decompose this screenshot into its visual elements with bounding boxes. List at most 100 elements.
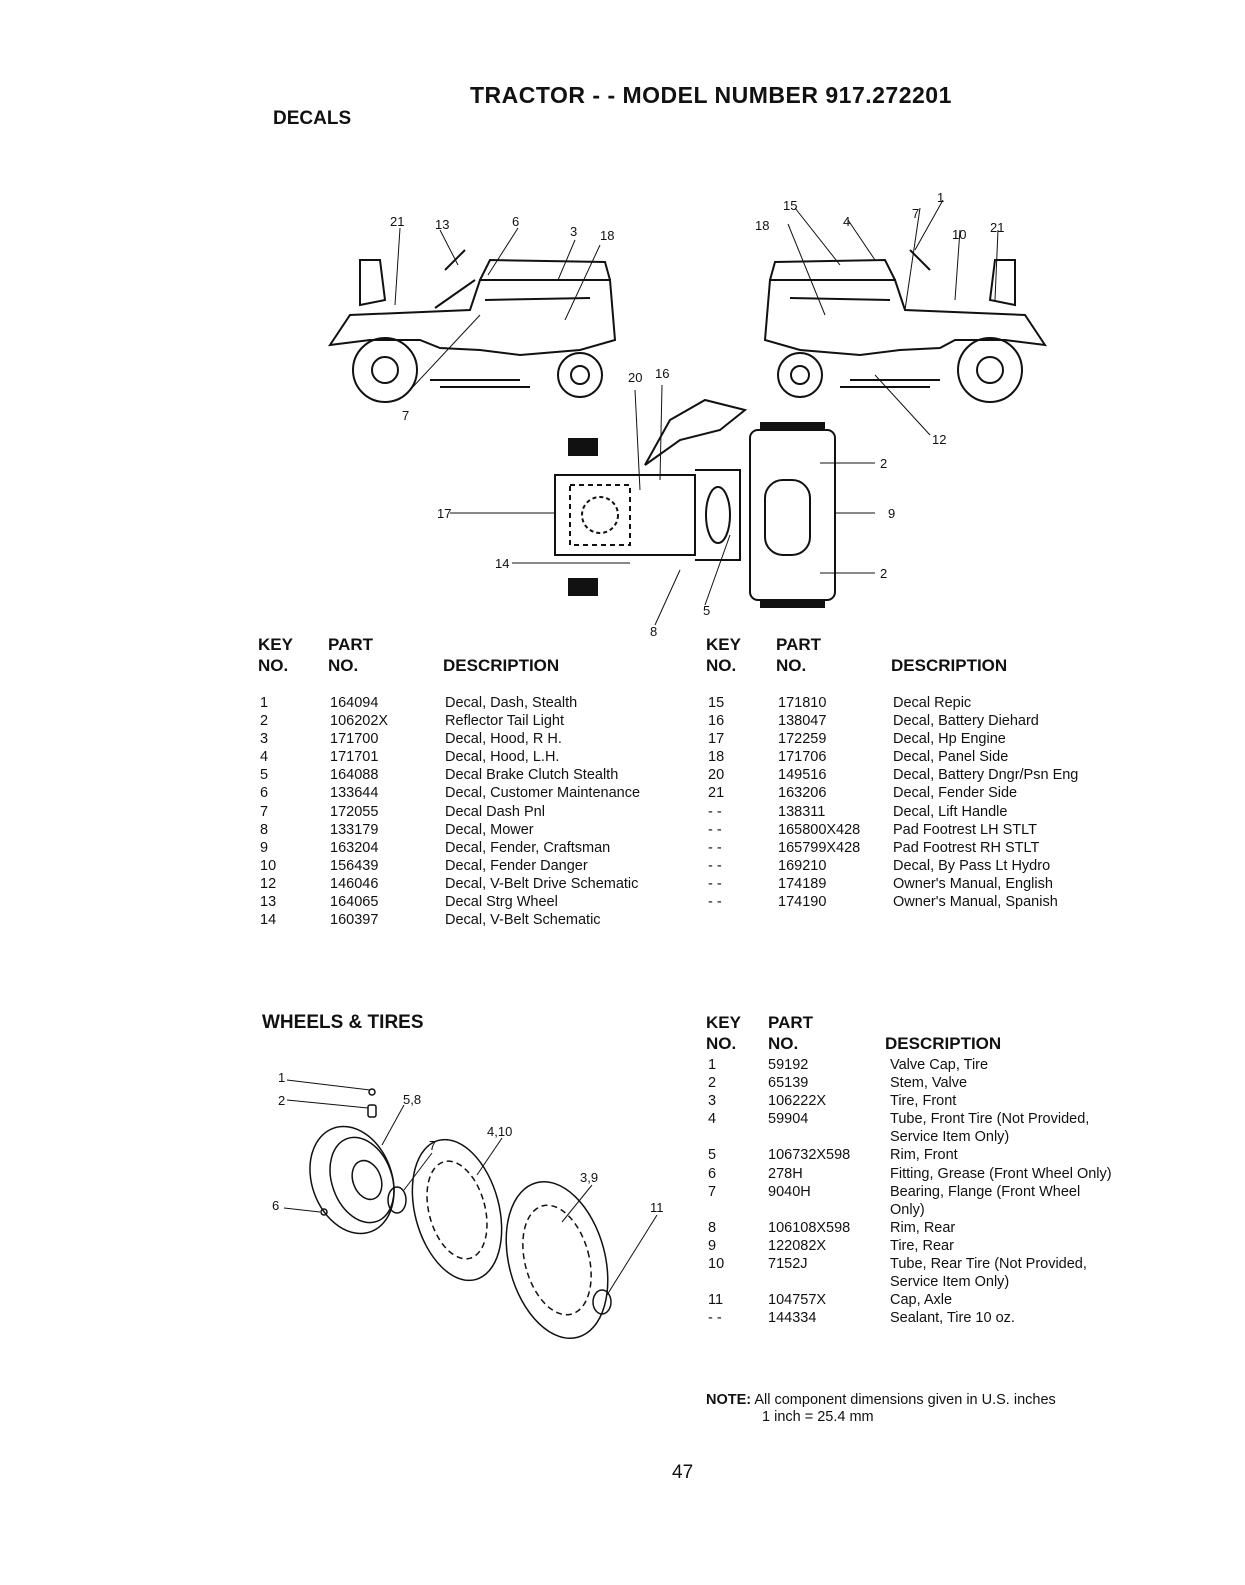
- description-cell: Rim, Front: [890, 1147, 958, 1164]
- part-cell: 144334: [768, 1310, 817, 1327]
- key-cell: 18: [708, 749, 725, 766]
- part-cell: 174189: [778, 875, 827, 892]
- key-cell: 5: [708, 1147, 717, 1164]
- part-cell: 146046: [330, 875, 379, 892]
- header-part-top: PART: [768, 1013, 814, 1032]
- part-cell: 171810: [778, 695, 827, 711]
- callout-17: 17: [437, 506, 451, 521]
- key-cell: 13: [260, 894, 277, 911]
- part-cell: 174190: [778, 894, 827, 911]
- callout-4-10: 4,10: [487, 1124, 512, 1139]
- callout-2-upper: 2: [880, 456, 887, 471]
- key-cell: 11: [708, 1292, 724, 1309]
- decal-row: 14 160397 Decal, V-Belt Schematic: [260, 911, 640, 929]
- description-cell: Decal Brake Clutch Stealth: [445, 767, 619, 784]
- description-cell: Tire, Rear: [890, 1237, 954, 1254]
- part-cell: 164065: [330, 894, 379, 911]
- description-cell: Sealant, Tire 10 oz.: [890, 1310, 1015, 1327]
- description-cell: Tube, Rear Tire (Not Provided, Service I…: [890, 1256, 1087, 1291]
- callout-6: 6: [272, 1198, 279, 1213]
- rear-tire-illustration: [505, 1180, 609, 1340]
- key-cell: 21: [708, 785, 725, 802]
- part-cell: 160397: [330, 912, 379, 929]
- wheels-headers: KEY NO. PART NO. DESCRIPTION: [706, 1012, 1001, 1054]
- key-cell: - -: [708, 875, 722, 892]
- description-cell: Decal, V-Belt Schematic: [445, 912, 601, 929]
- key-cell: 14: [260, 912, 277, 929]
- description-cell: Decal, Hood, R H.: [445, 731, 562, 748]
- key-cell: 9: [708, 1237, 717, 1254]
- header-key-top: KEY: [258, 635, 293, 654]
- left-tractor-rear-wheel: [352, 337, 418, 403]
- description-cell: Pad Footrest RH STLT: [893, 839, 1040, 856]
- wheel-row: - - 144334 Sealant, Tire 10 oz.: [708, 1309, 1115, 1327]
- key-cell: - -: [708, 1310, 722, 1327]
- key-cell: 7: [708, 1183, 717, 1200]
- part-cell: 164088: [330, 767, 379, 784]
- key-cell: 7: [260, 803, 269, 820]
- key-cell: 10: [260, 857, 277, 874]
- header-key-top: KEY: [706, 635, 741, 654]
- part-cell: 9040H: [768, 1183, 811, 1200]
- decals-heading: DECALS: [273, 108, 352, 129]
- part-cell: 172259: [778, 731, 827, 748]
- header-key-top: KEY: [706, 1013, 741, 1032]
- top-view-rear-tire-upper: [760, 422, 825, 430]
- page-title: TRACTOR - - MODEL NUMBER 917.272201: [470, 82, 952, 108]
- description-cell: Decal, Panel Side: [893, 749, 1009, 766]
- front-rim-illustration: [309, 1125, 395, 1235]
- wheels-diagram: 1 2 5,8 4,10 7 3,9 6 11: [272, 1070, 664, 1340]
- key-cell: 12: [260, 875, 277, 892]
- description-cell: Decal, Dash, Stealth: [445, 695, 578, 711]
- key-cell: - -: [708, 894, 722, 911]
- key-cell: 16: [708, 713, 725, 730]
- description-cell: Decal, Battery Dngr/Psn Eng: [893, 767, 1079, 784]
- part-cell: 106108X598: [768, 1219, 851, 1236]
- callout-1: 1: [278, 1070, 285, 1085]
- header-key-bottom: NO.: [706, 656, 737, 675]
- callout-2: 2: [278, 1093, 285, 1108]
- key-cell: 1: [708, 1057, 717, 1073]
- left-tractor-illustration: [327, 249, 617, 388]
- key-cell: - -: [708, 803, 722, 820]
- top-view-rear-tire-lower: [760, 600, 825, 608]
- key-cell: 4: [708, 1111, 717, 1128]
- top-view-front-tire-upper: [568, 438, 598, 456]
- part-cell: 106222X: [768, 1093, 827, 1110]
- part-cell: 7152J: [768, 1256, 808, 1273]
- key-cell: 8: [708, 1219, 717, 1236]
- callout-18-right: 18: [755, 218, 769, 233]
- part-cell: 278H: [768, 1165, 803, 1182]
- description-cell: Decal, By Pass Lt Hydro: [893, 857, 1051, 874]
- valve-stem-illustration: [367, 1088, 377, 1118]
- part-cell: 138311: [778, 803, 826, 820]
- key-cell: 6: [260, 785, 269, 802]
- callout-7-left: 7: [402, 408, 409, 423]
- callout-21-left: 21: [390, 214, 404, 229]
- key-cell: 17: [708, 731, 725, 748]
- callout-11: 11: [650, 1200, 664, 1215]
- note-line-1: All component dimensions given in U.S. i…: [754, 1392, 1056, 1408]
- description-cell: Decal, Lift Handle: [893, 803, 1008, 820]
- callout-9: 9: [888, 506, 895, 521]
- key-cell: 5: [260, 767, 269, 784]
- axle-cap-illustration: [592, 1289, 612, 1315]
- flange-bearing-illustration: [387, 1186, 407, 1214]
- key-cell: 3: [260, 731, 269, 748]
